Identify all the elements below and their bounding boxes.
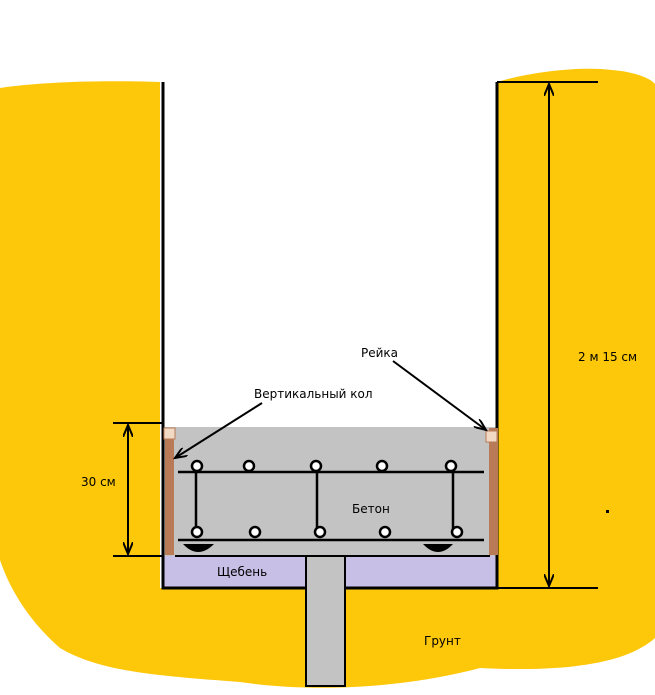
formwork-board-right [489,428,498,555]
spacer-left [183,544,214,552]
rebar-cage [178,459,484,542]
label-soil: Грунт [424,634,461,648]
batten-left [163,427,176,440]
concrete-slab [163,427,497,556]
label-stake: Вертикальный кол [254,387,373,401]
spacer-right [423,544,453,552]
stake-callout-arrow [175,402,263,458]
soil-region [0,68,655,688]
stray-dot [606,510,609,513]
label-batten: Рейка [361,346,398,360]
batten-right [485,430,498,443]
batten-callout-arrow [392,360,486,430]
label-gravel: Щебень [217,565,267,579]
label-depth: 2 м 15 см [578,350,637,364]
label-slab-height: 30 см [81,475,116,489]
concrete-post [305,555,346,687]
formwork-board-left [165,428,174,555]
label-concrete: Бетон [352,502,390,516]
